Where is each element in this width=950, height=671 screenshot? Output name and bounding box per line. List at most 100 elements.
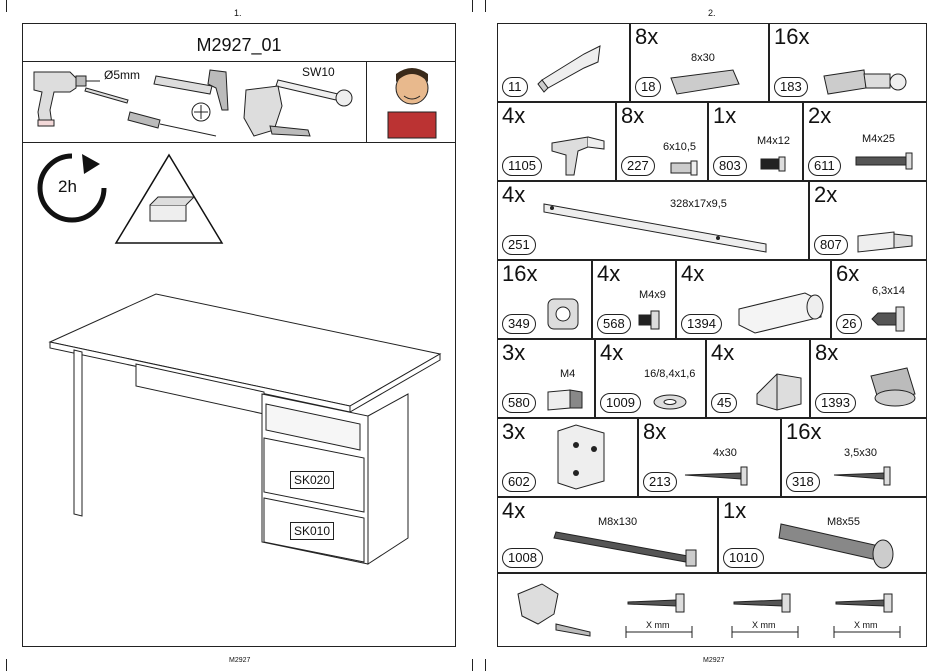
part-number: 611 bbox=[808, 156, 841, 176]
part-number: 1105 bbox=[502, 156, 542, 176]
warning-triangle-icon bbox=[114, 153, 224, 244]
part-quantity: 2x bbox=[814, 182, 838, 207]
part-number: 318 bbox=[786, 472, 820, 492]
part-cell: 8x 8x30 18 bbox=[630, 23, 769, 102]
part-dimension: 328x17x9,5 bbox=[670, 198, 727, 210]
part-cell: 4x 328x17x9,5 251 bbox=[497, 181, 809, 260]
part-cell: 8x 4x30 213 bbox=[638, 418, 781, 497]
drill-size-label: Ø5mm bbox=[104, 68, 140, 82]
footer-right: M2927 bbox=[703, 657, 725, 664]
bolt-icon bbox=[553, 531, 697, 567]
crop-mark bbox=[472, 659, 473, 671]
part-dimension: M4x12 bbox=[757, 135, 791, 147]
phillips-symbol-icon bbox=[191, 102, 211, 122]
part-number: 349 bbox=[502, 314, 536, 334]
part-quantity: 3x bbox=[502, 419, 526, 444]
legend-cell: X mm X mm X mm bbox=[497, 573, 927, 647]
page-title: M2927_01 bbox=[196, 35, 282, 55]
part-cell: 2x M4x25 611 bbox=[803, 102, 927, 181]
part-dimension: 8x30 bbox=[691, 52, 715, 64]
leveling-foot-icon bbox=[870, 367, 916, 407]
part-dimension: M4x9 bbox=[639, 289, 666, 301]
part-cell: 16x 349 bbox=[497, 260, 592, 339]
part-cell: 4x M4x9 568 bbox=[592, 260, 676, 339]
part-cell: 16x 183 bbox=[769, 23, 927, 102]
part-quantity: 4x bbox=[681, 261, 705, 286]
part-dimension: M4 bbox=[560, 368, 576, 380]
drill-bit-icon bbox=[84, 87, 129, 104]
part-quantity: 4x bbox=[711, 340, 735, 365]
cam-lock-icon bbox=[547, 298, 579, 330]
screw-measure-icon bbox=[733, 593, 791, 613]
part-number: 45 bbox=[711, 393, 738, 413]
measure-label: X mm bbox=[644, 620, 672, 630]
part-number: 183 bbox=[774, 77, 808, 97]
part-cell: 6x 6,3x14 26 bbox=[831, 260, 927, 339]
part-number: 803 bbox=[713, 156, 747, 176]
divider bbox=[22, 61, 456, 62]
part-quantity: 8x bbox=[643, 419, 667, 444]
shelf-support-icon bbox=[551, 136, 605, 176]
part-quantity: 1x bbox=[723, 498, 747, 523]
tools-illustration bbox=[33, 69, 353, 137]
part-quantity: 16x bbox=[502, 261, 538, 286]
part-quantity: 4x bbox=[597, 261, 621, 286]
connector-pin-icon bbox=[857, 231, 913, 253]
part-number: 1009 bbox=[600, 393, 641, 413]
drill-icon bbox=[33, 71, 100, 127]
part-quantity: 4x bbox=[600, 340, 624, 365]
corner-bracket-icon bbox=[756, 373, 802, 411]
divider bbox=[366, 61, 367, 142]
hammer-icon bbox=[153, 69, 229, 111]
part-cell: 11 bbox=[497, 23, 630, 102]
part-quantity: 1x bbox=[713, 103, 737, 128]
part-number: 602 bbox=[502, 472, 536, 492]
part-dimension: 6,3x14 bbox=[872, 285, 906, 297]
crop-mark bbox=[485, 659, 486, 671]
wood-screw-icon bbox=[833, 466, 891, 486]
part-cell: 4x 45 bbox=[706, 339, 810, 418]
desk-illustration bbox=[48, 293, 442, 565]
cam-bolt-icon bbox=[823, 69, 907, 95]
part-cell: 3x M4 580 bbox=[497, 339, 595, 418]
page-number-left: 1. bbox=[234, 8, 242, 18]
avatar bbox=[387, 68, 437, 139]
measure-label: X mm bbox=[852, 620, 880, 630]
part-quantity: 8x bbox=[815, 340, 839, 365]
part-cell: 16x 3,5x30 318 bbox=[781, 418, 927, 497]
footer-left: M2927 bbox=[229, 657, 251, 664]
wrench-icon bbox=[275, 79, 353, 107]
part-quantity: 3x bbox=[502, 340, 526, 365]
crop-mark bbox=[6, 0, 7, 12]
part-quantity: 8x bbox=[621, 103, 645, 128]
measure-label: X mm bbox=[750, 620, 778, 630]
part-dimension: 4x30 bbox=[713, 447, 737, 459]
part-number: 26 bbox=[836, 314, 863, 334]
drawer-label-upper: SK020 bbox=[290, 471, 335, 489]
bolt-icon bbox=[778, 523, 894, 569]
part-quantity: 16x bbox=[774, 24, 810, 49]
part-number: 1010 bbox=[723, 548, 764, 568]
machine-screw-icon bbox=[855, 152, 913, 170]
page-number-right: 2. bbox=[708, 8, 716, 18]
part-dimension: M4x25 bbox=[862, 133, 896, 145]
part-cell: 3x 602 bbox=[497, 418, 638, 497]
part-dimension: 3,5x30 bbox=[844, 447, 878, 459]
part-cell: 4x 1105 bbox=[497, 102, 616, 181]
part-quantity: 4x bbox=[502, 498, 526, 523]
machine-screw-icon bbox=[638, 310, 660, 330]
wood-screw-icon bbox=[871, 306, 905, 332]
part-number: 251 bbox=[502, 235, 536, 255]
part-number: 568 bbox=[597, 314, 631, 334]
screwdriver-icon bbox=[127, 111, 217, 137]
screw-icon bbox=[670, 160, 698, 176]
part-number: 807 bbox=[814, 235, 848, 255]
measure-lines bbox=[625, 626, 901, 638]
part-number: 1393 bbox=[815, 393, 856, 413]
part-cell: 1x M8x55 1010 bbox=[718, 497, 927, 573]
part-number: 18 bbox=[635, 77, 662, 97]
part-dimension: M8x130 bbox=[598, 516, 638, 528]
part-number: 11 bbox=[502, 77, 528, 97]
part-quantity: 6x bbox=[836, 261, 860, 286]
time-clock-icon bbox=[37, 153, 107, 223]
